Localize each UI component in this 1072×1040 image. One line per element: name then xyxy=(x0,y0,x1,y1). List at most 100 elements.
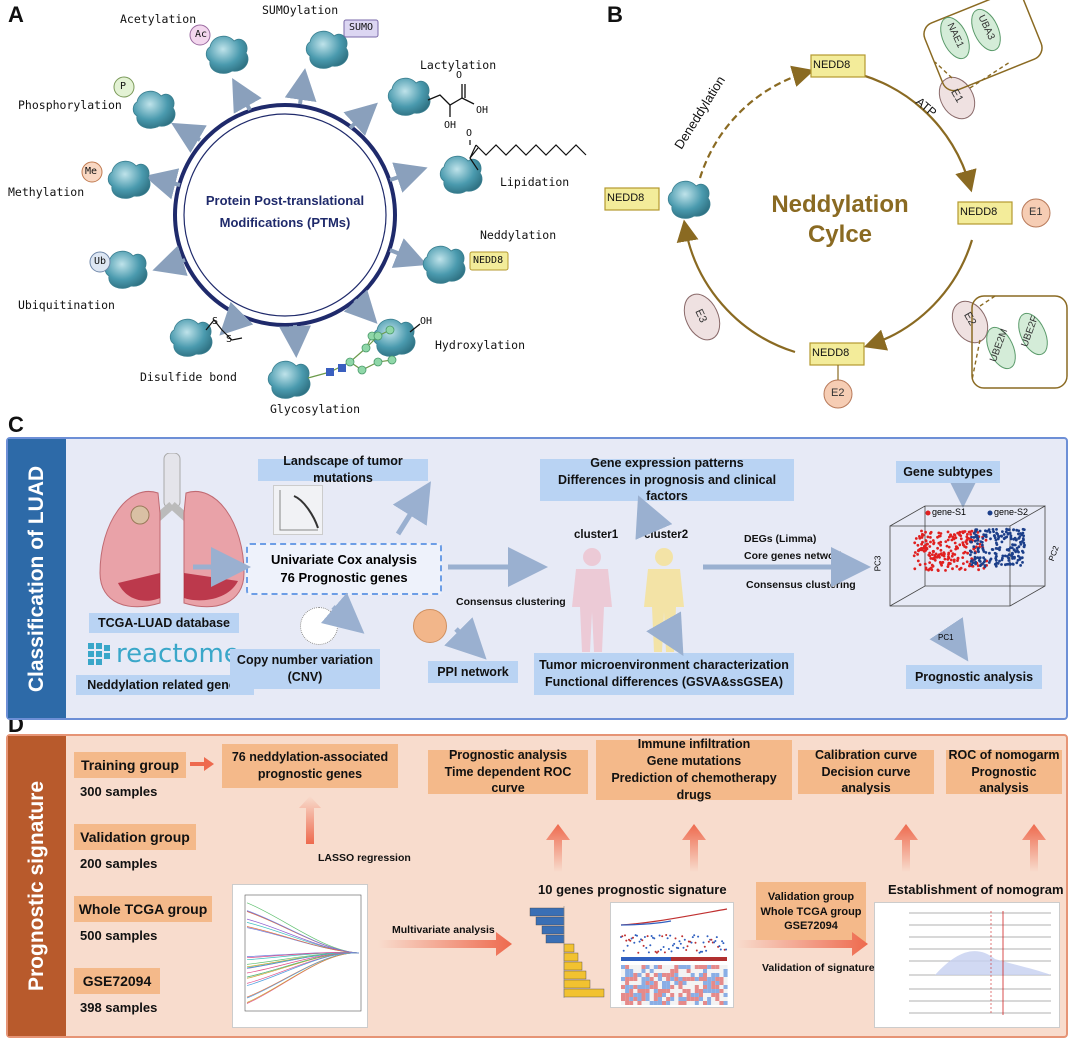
pc1-label: PC1 xyxy=(938,633,954,642)
ptm-center-line1: Protein Post-translational xyxy=(205,193,365,208)
e2-bottom-label: E2 xyxy=(831,387,845,399)
cnv-box: Copy number variation (CNV) xyxy=(230,649,380,689)
ppi-box: PPI network xyxy=(428,661,518,683)
nedd8-tag-a: NEDD8 xyxy=(473,255,504,266)
cox-line1: Univariate Cox analysis xyxy=(271,551,417,567)
lipid-o-label: O xyxy=(466,128,473,139)
protein-disulfide-icon xyxy=(169,318,213,357)
nomogram-thumb xyxy=(874,902,1060,1028)
validation-n: 200 samples xyxy=(80,856,158,871)
multivariate-label: Multivariate analysis xyxy=(392,924,495,936)
ptm-center-line2: Modifications (PTMs) xyxy=(219,215,351,231)
panel-c: Classification of LUAD TCGA-LUAD databas… xyxy=(6,437,1068,720)
me-tag: Me xyxy=(85,166,98,177)
gse-box: GSE72094 xyxy=(74,968,160,994)
genes76-line2: prognostic genes xyxy=(257,767,363,781)
reactome-logo-text: reactome xyxy=(116,639,240,669)
roc-line1: ROC of nomogarm xyxy=(948,747,1060,762)
cox-line2: 76 Prognostic genes xyxy=(280,570,408,585)
whole-n: 500 samples xyxy=(80,928,158,943)
validation-signature-label: Validation of signature xyxy=(762,962,875,974)
protein-lipid-icon xyxy=(439,155,483,194)
cal-line2: Decision curve analysis xyxy=(821,764,911,796)
ptm-center-text: Protein Post-translational Modifications… xyxy=(185,190,385,234)
training-box: Training group xyxy=(74,752,186,778)
protein-p-icon xyxy=(132,90,176,129)
lact-oh1-label: OH xyxy=(476,105,489,116)
imm-line3: Prediction of chemotherapy drugs xyxy=(611,771,777,802)
nedd8-top: NEDD8 xyxy=(813,59,851,71)
pc3-label: PC3 xyxy=(873,555,883,572)
tcga-db-box: TCGA-LUAD database xyxy=(89,613,239,633)
legend-s2: gene-S2 xyxy=(994,507,1029,517)
nedd-genes-box: Neddylation related genes xyxy=(76,675,254,695)
cox-analysis-box: Univariate Cox analysis 76 Prognostic gen… xyxy=(246,543,442,595)
protein-glyco-icon xyxy=(267,360,311,399)
gene-subtypes-box: Gene subtypes xyxy=(896,461,1000,483)
cluster-figures-icon xyxy=(572,548,684,652)
validation-box: Validation group xyxy=(74,824,196,850)
protein-me-icon xyxy=(107,160,151,199)
disulfide-label: Disulfide bond xyxy=(140,370,237,384)
panel-label-b: B xyxy=(607,2,623,27)
gse-n: 398 samples xyxy=(80,1000,158,1015)
panel-d: Prognostic signature Training group 300 … xyxy=(6,734,1068,1038)
training-n: 300 samples xyxy=(80,784,158,799)
ubiquitination-label: Ubiquitination xyxy=(18,298,115,312)
lact-oh2-label: OH xyxy=(444,120,457,131)
imm-line2: Gene mutations xyxy=(646,754,742,769)
phosphorylation-label: Phosphorylation xyxy=(18,98,122,112)
p-tag: P xyxy=(120,81,127,92)
cnv-line1: Copy number variation xyxy=(236,653,374,668)
panel-a-diagram xyxy=(81,19,587,399)
protein-acetylation-icon xyxy=(205,35,249,74)
cycle-title-line2: Cylce xyxy=(807,221,873,248)
panel-b-diagram xyxy=(604,0,1068,409)
coef-bar-chart xyxy=(529,906,605,998)
risk-plot-thumb xyxy=(610,902,734,1008)
panel-label-a: A xyxy=(8,2,24,27)
valbox-line3: GSE72094 xyxy=(784,920,838,933)
whole-box: Whole TCGA group xyxy=(74,896,212,922)
lasso-plot xyxy=(232,884,368,1028)
pca-3d-plot xyxy=(889,505,1046,607)
lact-o-label: O xyxy=(456,70,463,81)
legend-s1: gene-S1 xyxy=(932,507,967,517)
panel-d-sidebar: Prognostic signature xyxy=(8,736,66,1036)
valbox-line1: Validation group xyxy=(767,890,855,903)
core-genes-label: Core genes network xyxy=(744,550,845,562)
protein-ub-icon xyxy=(104,250,148,289)
lactylation-label: Lactylation xyxy=(420,58,497,72)
nedd8-left: NEDD8 xyxy=(607,192,645,204)
sumoylation-label: SUMOylation xyxy=(262,3,339,17)
e1-right-label: E1 xyxy=(1029,206,1043,218)
panel-c-arrows xyxy=(193,468,983,662)
cnv-line2: (CNV) xyxy=(287,670,323,684)
gep-line1: Gene expression patterns xyxy=(590,455,744,470)
sumo-tag: SUMO xyxy=(349,22,374,33)
glycosylation-label: Glycosylation xyxy=(270,402,361,416)
reactome-logo-icon xyxy=(88,643,112,667)
degs-label: DEGs (Limma) xyxy=(744,533,817,545)
nedd8-bottom: NEDD8 xyxy=(812,347,850,359)
consensus-label: Consensus clustering xyxy=(456,596,566,608)
methylation-label: Methylation xyxy=(8,185,85,199)
lasso-label: LASSO regression xyxy=(318,852,411,864)
oncoplot-thumb xyxy=(273,485,323,535)
lipidation-label: Lipidation xyxy=(500,175,570,189)
ac-tag: Ac xyxy=(195,29,208,40)
valbox-line2: Whole TCGA group xyxy=(760,905,862,918)
nomogram-title: Establishment of nomogram xyxy=(888,882,1064,897)
imm-line1: Immune infiltration xyxy=(637,737,751,752)
neddylation-cycle-title: Neddylation Cylce xyxy=(740,190,940,250)
hydroxy-oh-label: OH xyxy=(420,316,433,327)
nedd8-right: NEDD8 xyxy=(960,206,998,218)
panel-label-c: C xyxy=(8,412,24,437)
protein-sumo-icon xyxy=(305,30,349,69)
consensus2-label: Consensus clustering xyxy=(746,579,856,591)
